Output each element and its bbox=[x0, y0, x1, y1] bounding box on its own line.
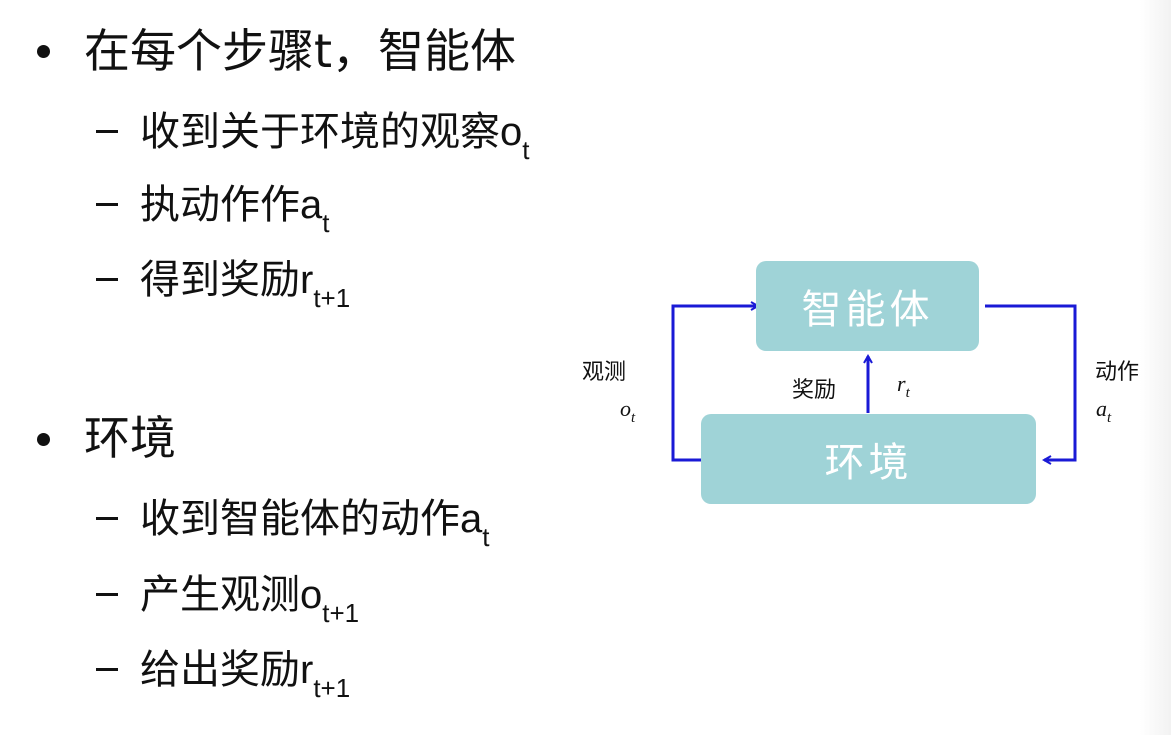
dash-bullet bbox=[96, 203, 118, 206]
agent-item-act: 执动作作at bbox=[140, 182, 330, 238]
reward-label: 奖励 bbox=[792, 378, 837, 403]
dash-bullet bbox=[96, 130, 118, 133]
env-item-reward: 给出奖励rt+1 bbox=[140, 647, 351, 703]
action-arrow bbox=[985, 304, 1077, 460]
env-item-receive-action: 收到智能体的动作at bbox=[140, 496, 490, 552]
action-label: 动作 bbox=[1095, 360, 1140, 385]
agent-item-reward: 得到奖励rt+1 bbox=[140, 257, 351, 313]
observation-label: 观测 bbox=[582, 360, 627, 385]
observation-arrow bbox=[671, 306, 758, 462]
env-item-observation: 产生观测ot+1 bbox=[140, 572, 360, 628]
bullet-dot bbox=[37, 45, 50, 58]
observation-variable: ot bbox=[620, 396, 636, 426]
agent-box: 智能体 bbox=[756, 261, 979, 351]
dash-bullet bbox=[96, 593, 118, 596]
right-edge-shade bbox=[1140, 0, 1171, 735]
action-variable: at bbox=[1096, 396, 1112, 426]
reward-variable: rt bbox=[897, 371, 910, 401]
dash-bullet bbox=[96, 278, 118, 281]
env-section-title: 环境 bbox=[84, 411, 176, 465]
bullet-dot bbox=[37, 433, 50, 446]
dash-bullet bbox=[96, 517, 118, 520]
environment-box: 环境 bbox=[701, 414, 1036, 504]
dash-bullet bbox=[96, 668, 118, 671]
agent-section-title: 在每个步骤t，智能体 bbox=[84, 24, 517, 78]
agent-item-observe: 收到关于环境的观察ot bbox=[140, 109, 530, 165]
